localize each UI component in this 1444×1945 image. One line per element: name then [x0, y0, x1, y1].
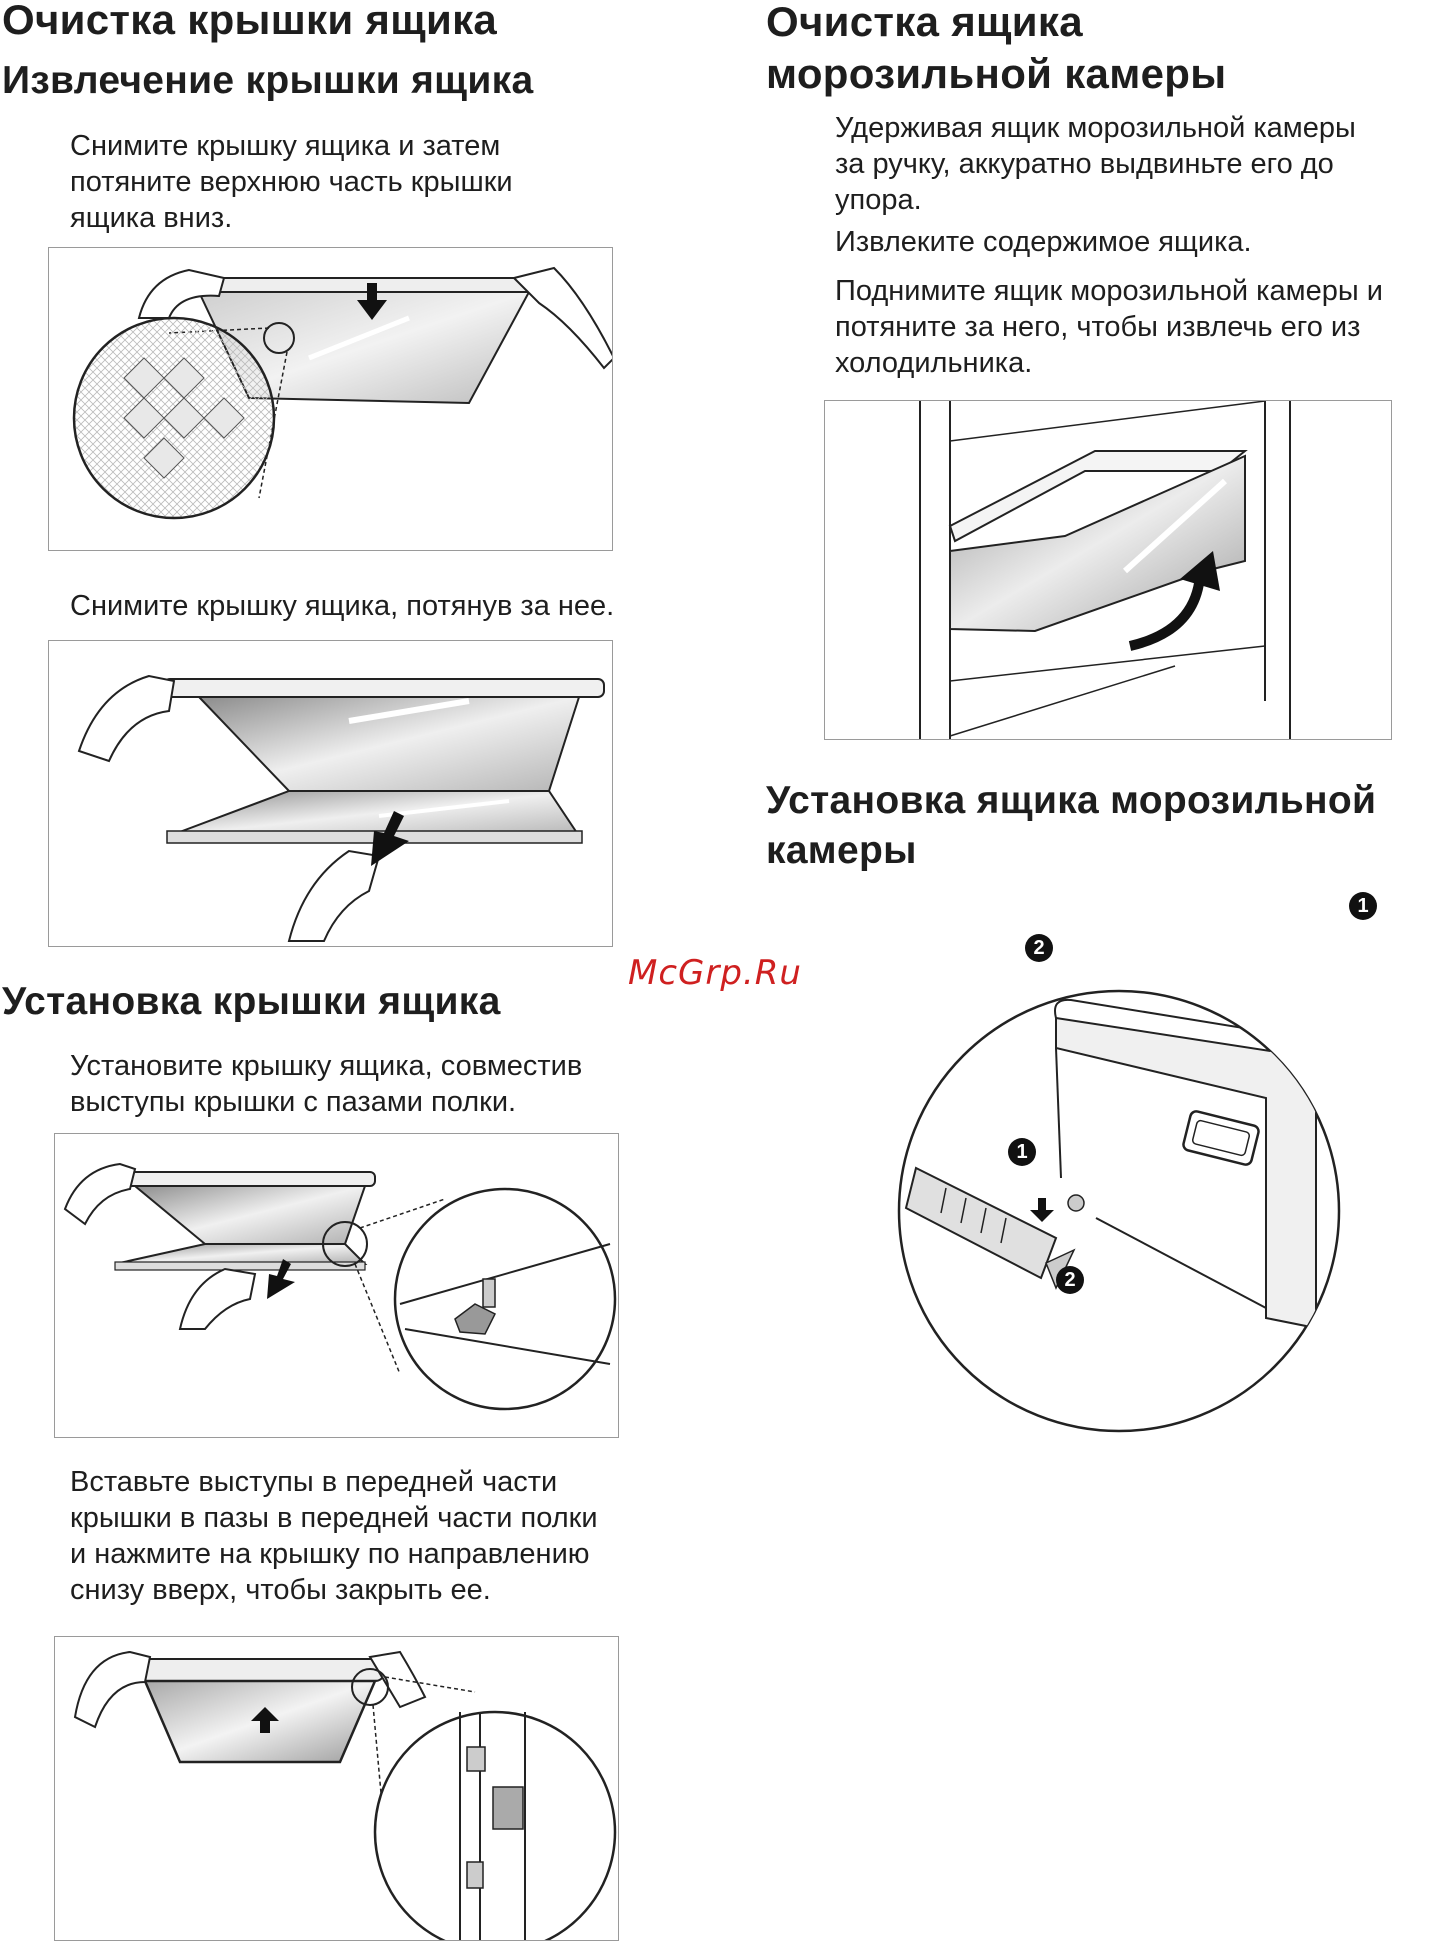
figure-cover-push-up	[54, 1636, 619, 1941]
figure-freezer-drawer-remove	[824, 400, 1392, 740]
cover-pull-down-illustration	[72, 266, 612, 520]
instruction-install-step-2: Вставьте выступы в передней части крышки…	[70, 1466, 598, 1606]
instruction-install-step-1: Установите крышку ящика, совместив высту…	[70, 1050, 583, 1118]
cover-pull-out-illustration	[77, 674, 605, 942]
section-title-freezer-drawer-install: Установка ящика морозильной камеры	[766, 779, 1377, 872]
instruction-freezer-step-1: Удерживая ящик морозильной камеры за руч…	[835, 112, 1356, 216]
instruction-freezer-step-3: Поднимите ящик морозильной камеры и потя…	[835, 275, 1383, 379]
step-2-marker: 2	[1025, 934, 1053, 962]
page-title-freezer-drawer-cleaning: Очистка ящика морозильной камеры	[766, 0, 1227, 97]
figure-cover-pull-out	[48, 640, 613, 947]
section-title-cover-install: Установка крышки ящика	[2, 980, 501, 1023]
cover-push-up-illustration	[73, 1650, 617, 1940]
freezer-drawer-remove-illustration	[919, 401, 1291, 739]
freezer-drawer-install-illustration	[897, 989, 1341, 1433]
step-1-marker-figure: 1	[1008, 1138, 1036, 1166]
figure-cover-pull-down	[48, 247, 613, 551]
step-1-marker: 1	[1349, 892, 1377, 920]
section-title-cover-removal: Извлечение крышки ящика	[2, 59, 534, 102]
step-2-marker-figure: 2	[1056, 1266, 1084, 1294]
figure-cover-align	[54, 1133, 619, 1438]
instruction-remove-step-2: Снимите крышку ящика, потянув за нее.	[70, 590, 615, 622]
instruction-remove-step-1: Снимите крышку ящика и затем потяните ве…	[70, 130, 513, 234]
instruction-freezer-step-2: Извлеките содержимое ящика.	[835, 226, 1252, 258]
cover-align-illustration	[63, 1162, 617, 1411]
watermark: McGrp.Ru	[628, 953, 802, 993]
figure-freezer-drawer-install: 1 2	[896, 988, 1342, 1434]
page-title-cover-cleaning: Очистка крышки ящика	[2, 0, 498, 43]
